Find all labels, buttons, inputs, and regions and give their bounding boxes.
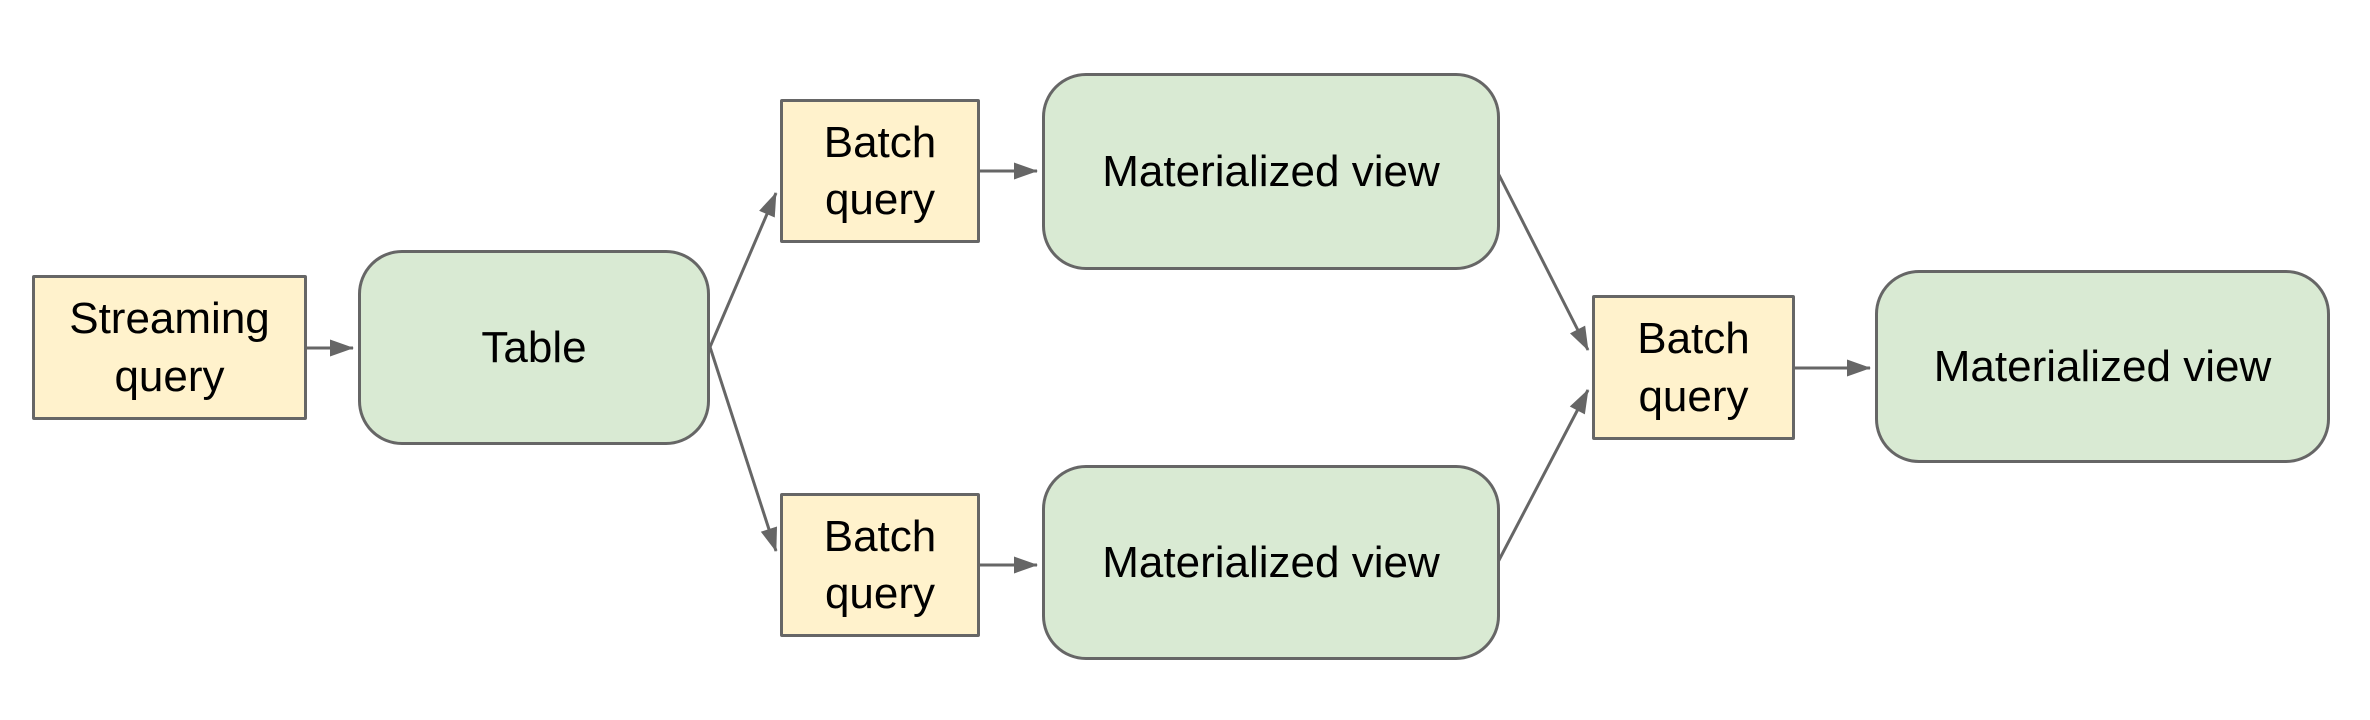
node-batch-query-bottom: Batch query [780, 493, 980, 637]
arrow-table-to-batch-top [708, 192, 778, 348]
node-batch-query-top-label: Batch query [823, 117, 937, 224]
arrow-mv-bottom-to-batch-right [1496, 389, 1590, 563]
arrow-table-to-batch-bottom [708, 346, 778, 552]
node-table-label: Table [481, 322, 587, 372]
node-materialized-view-right-label: Materialized view [1933, 341, 2272, 391]
node-materialized-view-right: Materialized view [1875, 270, 2330, 463]
node-streaming-query-label: Streaming query [69, 294, 270, 401]
node-materialized-view-top: Materialized view [1042, 73, 1500, 270]
node-batch-query-top: Batch query [780, 99, 980, 243]
arrow-mv-top-to-batch-right [1496, 172, 1590, 351]
node-materialized-view-bottom-label: Materialized view [1102, 537, 1440, 587]
node-table: Table [358, 250, 710, 445]
node-materialized-view-bottom: Materialized view [1042, 465, 1500, 660]
node-batch-query-right: Batch query [1592, 295, 1795, 440]
node-batch-query-bottom-label: Batch query [823, 511, 937, 618]
node-materialized-view-top-label: Materialized view [1102, 146, 1440, 196]
node-streaming-query: Streaming query [32, 275, 307, 420]
node-batch-query-right-label: Batch query [1637, 314, 1750, 421]
